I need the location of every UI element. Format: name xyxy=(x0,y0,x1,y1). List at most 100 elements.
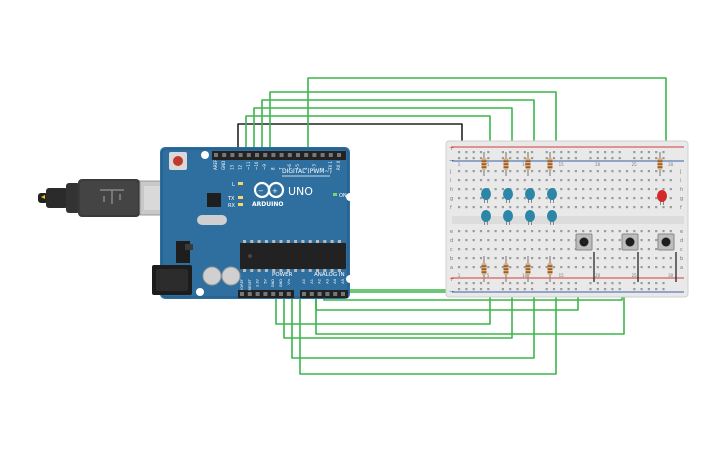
breadboard-hole[interactable] xyxy=(567,206,570,209)
breadboard-hole[interactable] xyxy=(669,257,672,260)
header-pin[interactable] xyxy=(271,292,276,296)
breadboard-hole[interactable] xyxy=(618,188,621,191)
breadboard-hole[interactable] xyxy=(567,239,570,242)
breadboard-hole[interactable] xyxy=(487,206,490,209)
header-pin[interactable] xyxy=(337,153,341,157)
breadboard-hole[interactable] xyxy=(523,239,526,242)
breadboard-hole[interactable] xyxy=(589,197,592,200)
breadboard-hole[interactable] xyxy=(567,257,570,260)
wire[interactable] xyxy=(237,123,463,155)
breadboard-hole[interactable] xyxy=(545,206,548,209)
rail-hole[interactable] xyxy=(574,157,577,160)
rail-hole[interactable] xyxy=(611,151,614,154)
rail-hole[interactable] xyxy=(465,282,468,285)
red-led[interactable] xyxy=(657,190,667,202)
breadboard-hole[interactable] xyxy=(501,239,504,242)
breadboard-hole[interactable] xyxy=(465,257,468,260)
rail-hole[interactable] xyxy=(560,157,563,160)
blue-led[interactable] xyxy=(547,188,557,200)
breadboard-hole[interactable] xyxy=(669,188,672,191)
rail-hole[interactable] xyxy=(458,157,461,160)
breadboard-hole[interactable] xyxy=(589,170,592,173)
breadboard-hole[interactable] xyxy=(669,230,672,233)
rail-hole[interactable] xyxy=(509,282,512,285)
breadboard-hole[interactable] xyxy=(509,179,512,182)
breadboard-hole[interactable] xyxy=(523,197,526,200)
breadboard-hole[interactable] xyxy=(604,257,607,260)
rail-hole[interactable] xyxy=(633,282,636,285)
reset-button-icon[interactable] xyxy=(169,152,187,170)
breadboard-hole[interactable] xyxy=(494,206,497,209)
rail-hole[interactable] xyxy=(574,282,577,285)
breadboard-hole[interactable] xyxy=(625,257,629,260)
rail-hole[interactable] xyxy=(523,288,526,291)
rail-hole[interactable] xyxy=(596,151,599,154)
breadboard-hole[interactable] xyxy=(625,188,629,191)
breadboard-hole[interactable] xyxy=(494,179,497,182)
header-pin[interactable] xyxy=(320,153,325,157)
breadboard-hole[interactable] xyxy=(523,248,526,251)
rail-hole[interactable] xyxy=(618,157,621,160)
rail-hole[interactable] xyxy=(465,151,468,154)
breadboard-hole[interactable] xyxy=(662,266,665,269)
breadboard-hole[interactable] xyxy=(647,179,650,182)
breadboard-hole[interactable] xyxy=(531,248,534,251)
breadboard-hole[interactable] xyxy=(552,239,556,242)
wire[interactable] xyxy=(315,267,625,335)
breadboard-hole[interactable] xyxy=(472,239,475,242)
breadboard-hole[interactable] xyxy=(538,170,541,173)
breadboard-hole[interactable] xyxy=(574,188,577,191)
breadboard-hole[interactable] xyxy=(618,179,621,182)
breadboard-hole[interactable] xyxy=(501,266,504,269)
breadboard-hole[interactable] xyxy=(582,230,585,233)
breadboard-hole[interactable] xyxy=(604,266,607,269)
breadboard-hole[interactable] xyxy=(618,206,621,209)
breadboard-hole[interactable] xyxy=(552,248,556,251)
breadboard-hole[interactable] xyxy=(479,197,483,200)
header-pin[interactable] xyxy=(341,292,345,296)
rail-hole[interactable] xyxy=(611,282,614,285)
wire[interactable] xyxy=(253,107,513,171)
rail-hole[interactable] xyxy=(516,282,519,285)
breadboard-hole[interactable] xyxy=(574,257,577,260)
breadboard-hole[interactable] xyxy=(574,230,577,233)
breadboard-hole[interactable] xyxy=(494,266,497,269)
breadboard-hole[interactable] xyxy=(567,230,570,233)
breadboard-hole[interactable] xyxy=(669,197,672,200)
breadboard-hole[interactable] xyxy=(647,266,650,269)
breadboard-hole[interactable] xyxy=(567,170,570,173)
breadboard-hole[interactable] xyxy=(589,179,592,182)
breadboard-hole[interactable] xyxy=(538,206,541,209)
breadboard-hole[interactable] xyxy=(552,170,556,173)
rail-hole[interactable] xyxy=(662,282,665,285)
breadboard-hole[interactable] xyxy=(618,266,621,269)
breadboard-hole[interactable] xyxy=(523,206,526,209)
blue-led[interactable] xyxy=(503,188,513,200)
breadboard-hole[interactable] xyxy=(640,248,643,251)
breadboard-hole[interactable] xyxy=(611,257,614,260)
rail-hole[interactable] xyxy=(509,288,512,291)
rail-hole[interactable] xyxy=(655,288,658,291)
breadboard-hole[interactable] xyxy=(611,239,614,242)
breadboard-hole[interactable] xyxy=(640,206,643,209)
breadboard-hole[interactable] xyxy=(509,248,512,251)
breadboard-hole[interactable] xyxy=(567,179,570,182)
breadboard-hole[interactable] xyxy=(655,257,658,260)
breadboard-hole[interactable] xyxy=(611,248,614,251)
wire[interactable] xyxy=(261,99,535,171)
breadboard-hole[interactable] xyxy=(618,170,621,173)
breadboard-hole[interactable] xyxy=(487,230,490,233)
rail-hole[interactable] xyxy=(567,288,570,291)
breadboard-hole[interactable] xyxy=(538,188,541,191)
breadboard-hole[interactable] xyxy=(633,170,636,173)
header-pin[interactable] xyxy=(271,153,276,157)
breadboard-hole[interactable] xyxy=(545,179,548,182)
breadboard-hole[interactable] xyxy=(633,179,636,182)
breadboard-hole[interactable] xyxy=(479,266,483,269)
blue-led[interactable] xyxy=(503,210,513,222)
rail-hole[interactable] xyxy=(567,151,570,154)
rail-hole[interactable] xyxy=(552,282,556,285)
header-pin[interactable] xyxy=(333,292,338,296)
breadboard-hole[interactable] xyxy=(574,170,577,173)
